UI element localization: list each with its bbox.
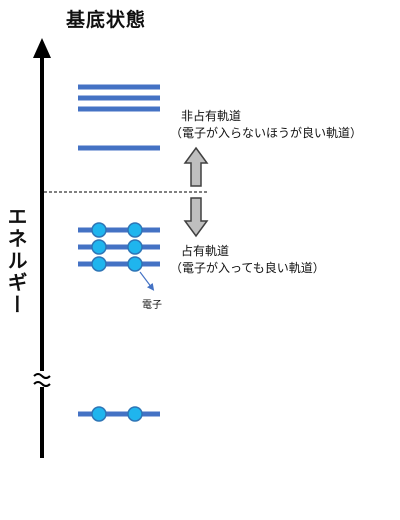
- electron-pointer-arrow: [139, 271, 155, 291]
- electron: [127, 222, 143, 238]
- up-block-arrow: [183, 146, 209, 187]
- electron: [91, 256, 107, 272]
- down-block-arrow: [183, 197, 209, 238]
- electron: [127, 406, 143, 422]
- axis-break-mark: [33, 373, 51, 387]
- electrons: [91, 222, 143, 422]
- electron-label: 電子: [142, 300, 162, 311]
- unoccupied-orbitals: [78, 84, 160, 151]
- occupied-orbital-label: 占有軌道: [181, 244, 230, 258]
- energy-axis-label: エネルギー: [4, 206, 28, 316]
- unoccupied-orbital-description: （電子が入らないほうが良い軌道）: [170, 126, 363, 140]
- occupied-orbitals: [78, 227, 160, 417]
- diagram-title: 基底状態: [66, 9, 147, 31]
- electron: [127, 239, 143, 255]
- electron: [91, 222, 107, 238]
- energy-axis-arrowhead: [33, 38, 51, 58]
- occupied-orbital-description: （電子が入っても良い軌道）: [170, 261, 325, 275]
- electron: [127, 256, 143, 272]
- unoccupied-orbital-label: 非占有軌道: [181, 109, 242, 123]
- electron: [91, 406, 107, 422]
- electron: [91, 239, 107, 255]
